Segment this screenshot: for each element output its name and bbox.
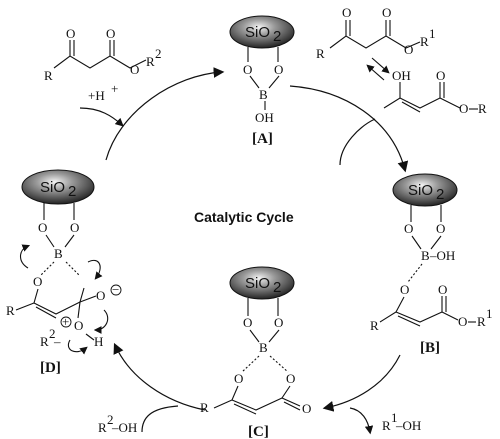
svg-text:O: O [436, 221, 445, 236]
enol-tautomer: OH O O R [383, 68, 487, 116]
svg-text:B: B [259, 87, 268, 102]
svg-text:SiO: SiO [245, 24, 270, 41]
svg-text:O: O [404, 221, 413, 236]
svg-text:2: 2 [155, 46, 162, 61]
arrow-A-to-B [289, 85, 409, 173]
svg-text:R: R [146, 54, 155, 69]
svg-text:R: R [382, 418, 391, 433]
svg-text:O: O [274, 62, 283, 77]
svg-text:–: – [53, 334, 61, 349]
svg-text:O: O [96, 288, 105, 303]
complex-D: SiO 2 O O B O R O − O + R 2 – H [D] [6, 169, 122, 376]
svg-text:−: − [112, 282, 119, 297]
svg-text:–OH: –OH [395, 418, 421, 433]
svg-text:O: O [130, 62, 139, 77]
svg-text:+: + [62, 314, 69, 329]
reagent-r2oh: R 2 –OH [98, 412, 137, 435]
svg-text:O: O [38, 220, 47, 235]
arrow-release-product [79, 107, 124, 127]
svg-text:OH: OH [255, 110, 274, 125]
svg-text:O: O [70, 220, 79, 235]
svg-text:+H: +H [88, 88, 105, 103]
silica-support-D [21, 169, 95, 205]
arrow-C-to-D [113, 342, 206, 411]
svg-text:B: B [421, 248, 430, 263]
svg-text:1: 1 [486, 306, 493, 321]
svg-text:O: O [286, 371, 295, 386]
svg-text:B: B [259, 340, 268, 355]
svg-text:SiO: SiO [40, 179, 65, 196]
label-B: [B] [420, 340, 440, 356]
svg-text:2: 2 [273, 28, 281, 45]
svg-text:O: O [243, 62, 252, 77]
svg-text:R: R [370, 318, 379, 333]
arrow-r2oh-in [141, 405, 179, 433]
svg-text:O: O [404, 42, 413, 57]
svg-text:+: + [111, 81, 118, 96]
svg-text:O: O [438, 282, 447, 297]
svg-text:O: O [342, 5, 351, 20]
svg-text:R: R [477, 314, 486, 329]
arrow-B-to-C [322, 354, 401, 412]
svg-text:R: R [6, 303, 15, 318]
arrow-r1oh-out [349, 407, 374, 435]
svg-text:R: R [44, 68, 53, 83]
svg-text:O: O [274, 315, 283, 330]
silica-support-A [229, 15, 295, 49]
byproduct-r1oh: R 1 –OH [382, 410, 421, 433]
svg-text:2: 2 [107, 412, 114, 427]
svg-text:B: B [54, 246, 63, 261]
svg-text:2: 2 [49, 326, 56, 341]
svg-text:O: O [436, 68, 445, 83]
cycle-title: Catalytic Cycle [194, 209, 294, 225]
svg-text:2: 2 [436, 186, 444, 203]
svg-text:2: 2 [273, 279, 281, 296]
svg-text:2: 2 [68, 183, 76, 200]
silica-support-B [392, 173, 458, 207]
label-D: [D] [40, 360, 61, 376]
svg-text:R: R [98, 420, 107, 435]
complex-A: SiO 2 O O B OH [A] [229, 15, 295, 147]
svg-text:OH: OH [392, 68, 411, 83]
arrow-enol-in [339, 118, 376, 166]
svg-text:R: R [200, 400, 209, 415]
svg-text:O: O [382, 5, 391, 20]
svg-text:R: R [478, 101, 487, 116]
arrow-D-to-A [105, 67, 225, 161]
svg-text:–OH: –OH [429, 248, 455, 263]
svg-text:H: H [94, 334, 103, 349]
svg-text:O: O [66, 26, 75, 41]
svg-text:SiO: SiO [408, 182, 433, 199]
equilibrium-arrows [366, 57, 390, 81]
svg-text:O: O [458, 314, 467, 329]
silica-support-C [229, 266, 295, 300]
complex-C: SiO 2 O O B O O R O [C] [200, 266, 311, 439]
svg-text:O: O [74, 318, 83, 333]
svg-text:1: 1 [429, 26, 436, 41]
svg-text:O: O [243, 315, 252, 330]
svg-text:O: O [234, 371, 243, 386]
product-ketoester: O O R O R 2 +H + [44, 26, 162, 103]
label-C: [C] [248, 424, 269, 439]
svg-text:O: O [106, 26, 115, 41]
svg-text:O: O [400, 282, 409, 297]
substrate-ketoester: O O R O R 1 [316, 5, 436, 61]
svg-text:SiO: SiO [245, 275, 270, 292]
svg-text:O: O [459, 101, 468, 116]
svg-text:R: R [316, 46, 325, 61]
svg-text:O: O [302, 401, 311, 416]
svg-text:–OH: –OH [111, 420, 137, 435]
svg-text:R: R [40, 334, 49, 349]
complex-B: SiO 2 O O B –OH O O R O R 1 [B] [370, 173, 493, 356]
label-A: [A] [252, 131, 273, 147]
svg-text:R: R [420, 34, 429, 49]
svg-text:1: 1 [391, 410, 398, 425]
svg-text:O: O [33, 274, 42, 289]
